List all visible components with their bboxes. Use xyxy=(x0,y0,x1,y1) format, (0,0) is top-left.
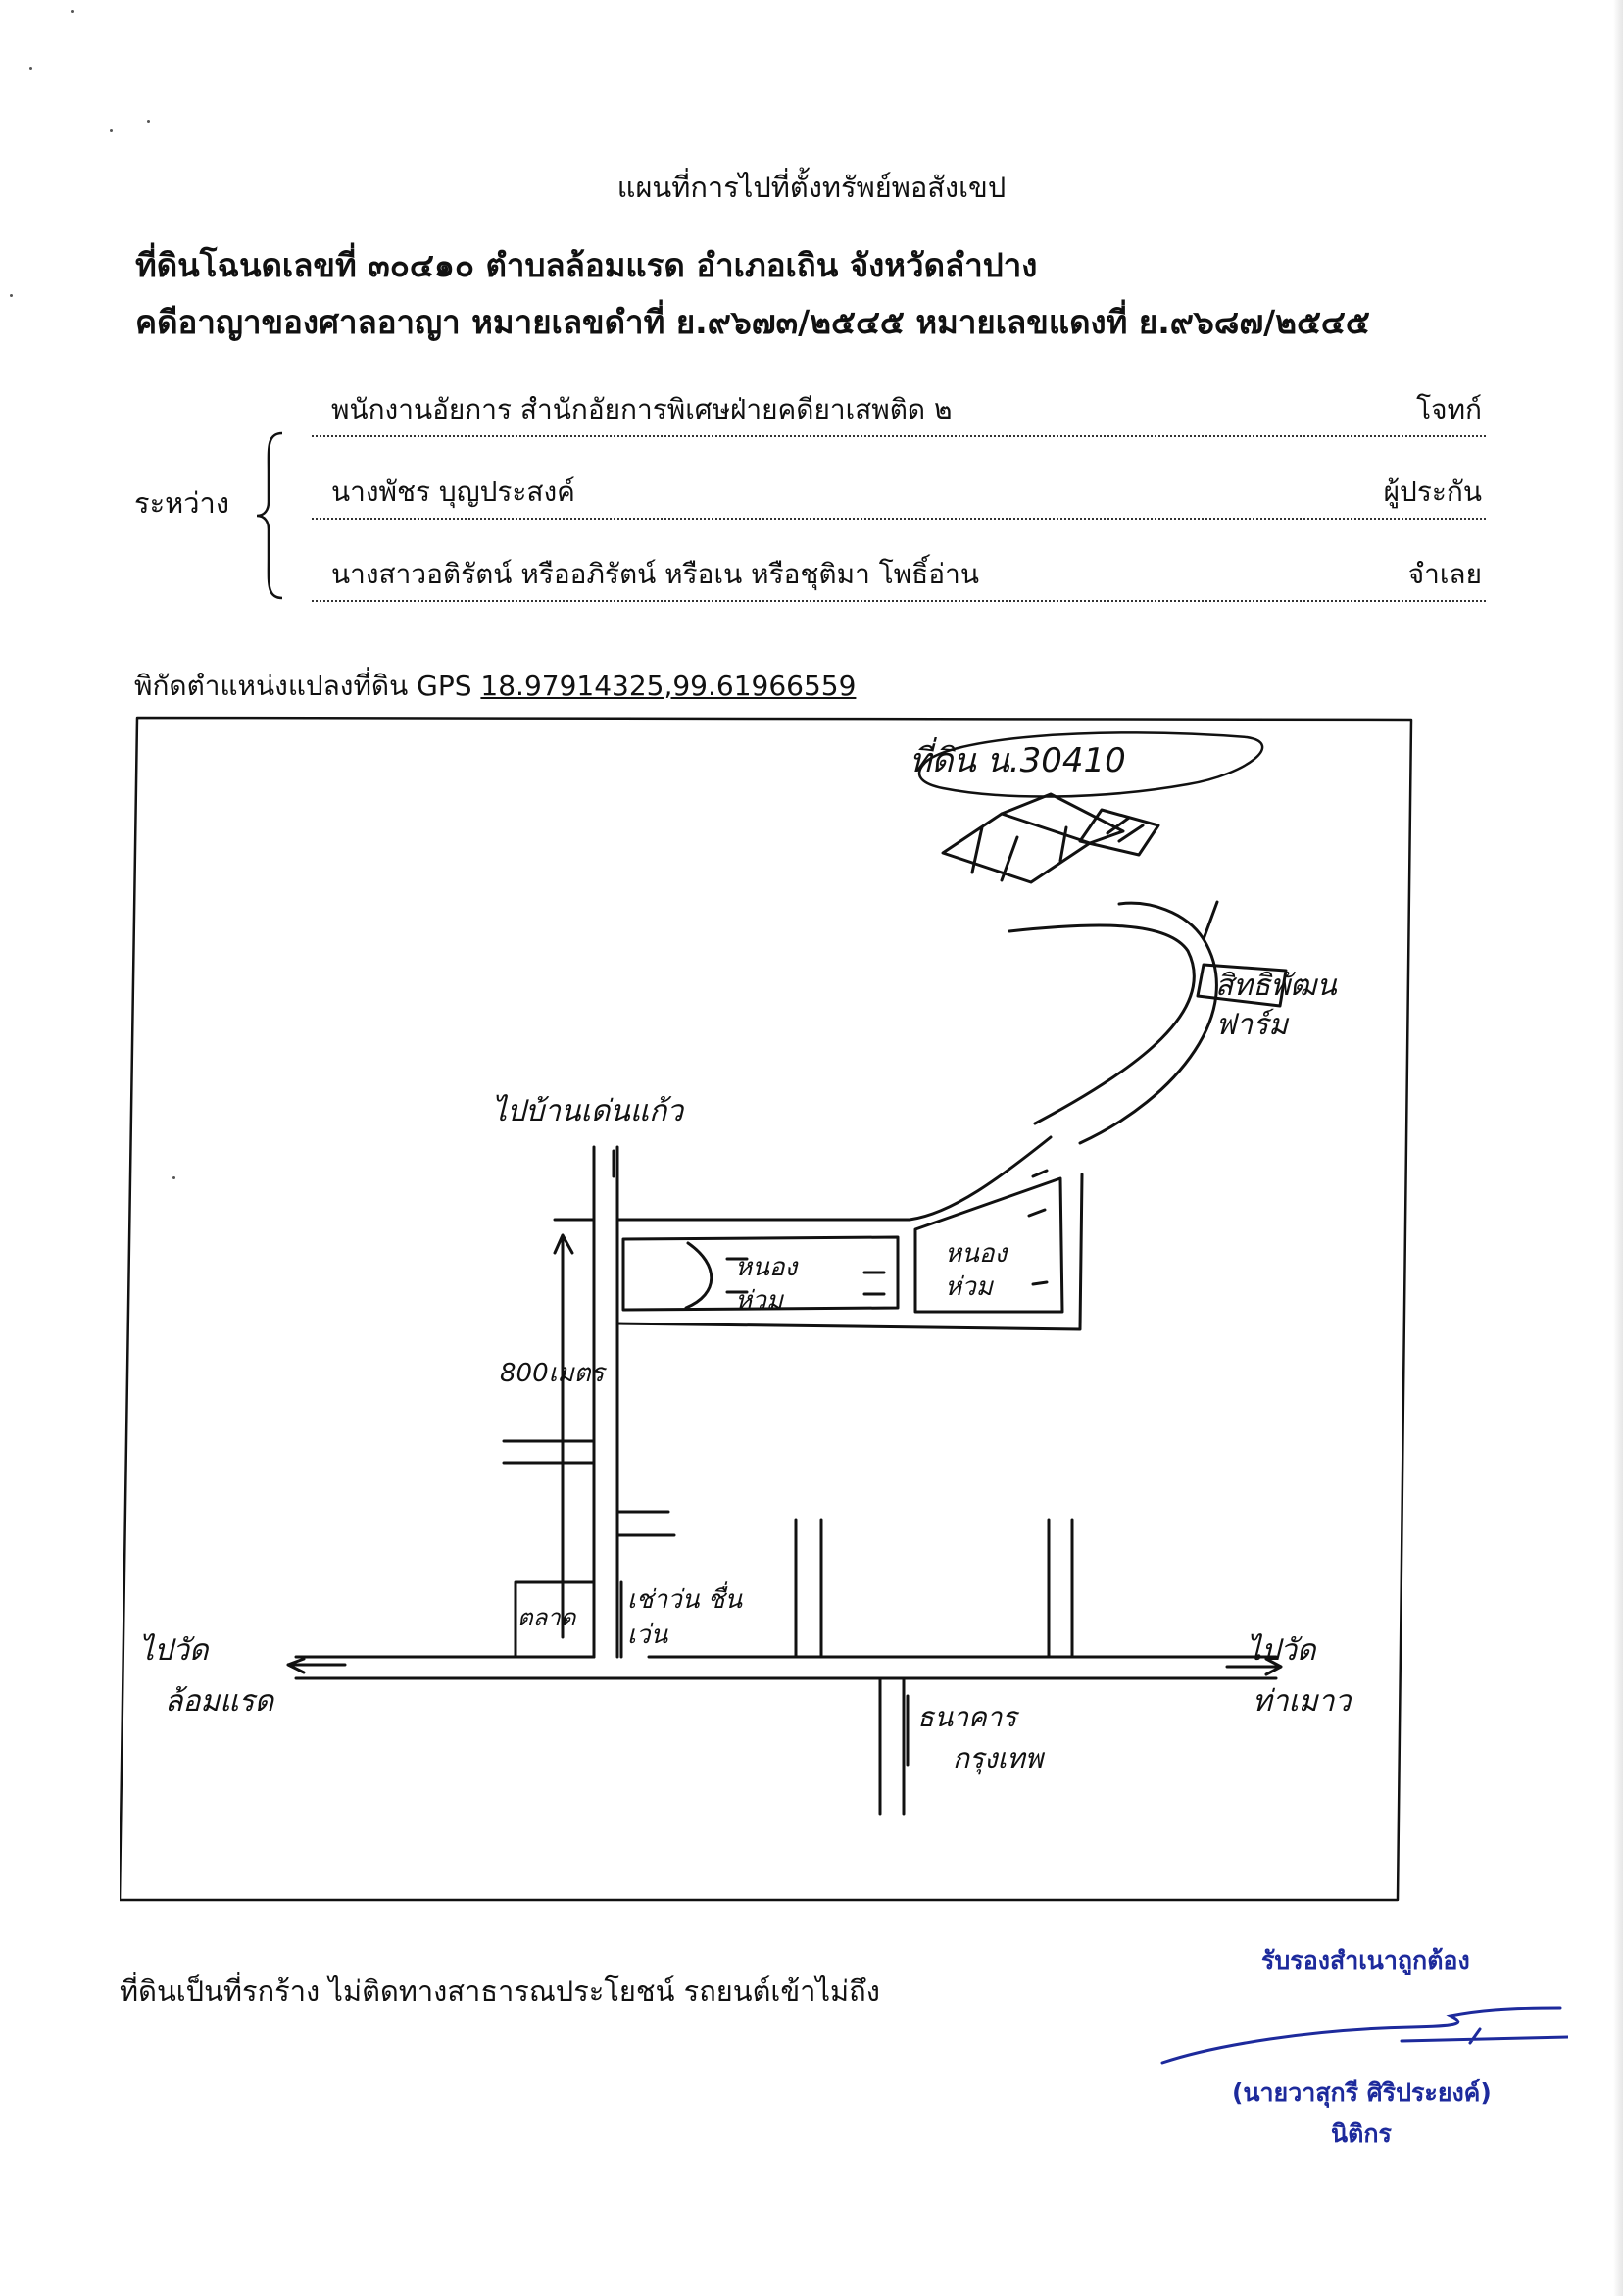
between-label: ระหว่าง xyxy=(134,486,229,520)
pond-left-label: หนองห่วม xyxy=(735,1253,798,1316)
to-east-label-line1: ไปวัด xyxy=(1247,1633,1316,1668)
to-east-label-line2: ท่าเมาว xyxy=(1253,1684,1352,1719)
page-edge xyxy=(1613,0,1623,2296)
deed-bubble-label: ที่ดิน น.30410 xyxy=(910,741,1126,780)
rental-shop-label: เช่าว่น ชื่นเว่น xyxy=(627,1585,743,1650)
market-label: ตลาด xyxy=(517,1604,576,1631)
to-west-label-line1: ไปวัด xyxy=(139,1633,209,1668)
scan-speck xyxy=(110,129,113,132)
scan-speck xyxy=(147,120,150,123)
certify-stamp: รับรองสำเนาถูกต้อง xyxy=(1261,1946,1470,1974)
conclusion-text: ที่ดินเป็นที่รกร้าง ไม่ติดทางสาธารณประโย… xyxy=(120,1974,880,2008)
bank-label-line1: ธนาคาร xyxy=(917,1701,1017,1733)
document-title: แผนที่การไปที่ตั้งทรัพย์พอสังเขป xyxy=(616,171,1007,204)
case-line: คดีอาญาของศาลอาญา หมายเลขดำที่ ย.๙๖๗๓/๒๕… xyxy=(135,303,1370,341)
scan-speck xyxy=(29,67,32,70)
party-name: นางพัชร บุญประสงค์ xyxy=(331,475,575,508)
distance-label: 800เมตร xyxy=(500,1359,605,1388)
gps-line: พิกัดตำแหน่งแปลงที่ดิน GPS 18.97914325,9… xyxy=(134,665,856,708)
scan-speck xyxy=(172,1176,175,1179)
party-row-guarantor: นางพัชร บุญประสงค์ ผู้ประกัน xyxy=(312,475,1486,520)
deed-line: ที่ดินโฉนดเลขที่ ๓๐๔๑๐ ตำบลล้อมแรด อำเภอ… xyxy=(135,246,1038,284)
party-role: ผู้ประกัน xyxy=(1383,475,1482,508)
scan-speck xyxy=(71,10,74,13)
party-role: โจทก์ xyxy=(1416,393,1482,425)
signature-icon xyxy=(1160,2006,1568,2065)
party-row-plaintiff: พนักงานอัยการ สำนักอัยการพิเศษฝ่ายคดียาเ… xyxy=(312,393,1486,437)
scan-speck xyxy=(10,294,13,297)
bank-label-line2: กรุงเทพ xyxy=(953,1742,1044,1774)
party-role: จำเลย xyxy=(1407,558,1482,590)
signer-name: (นายวาสุกรี ศิริประยงค์) xyxy=(1232,2078,1492,2107)
gps-label: พิกัดตำแหน่งแปลงที่ดิน GPS xyxy=(134,670,472,702)
party-name: พนักงานอัยการ สำนักอัยการพิเศษฝ่ายคดียาเ… xyxy=(331,393,953,425)
map-drawing xyxy=(120,716,1413,1902)
pond-right-label: หนองห่วม xyxy=(945,1239,1008,1302)
party-row-defendant: นางสาวอติรัตน์ หรืออภิรัตน์ หรือเน หรือช… xyxy=(312,558,1486,602)
party-name: นางสาวอติรัตน์ หรืออภิรัตน์ หรือเน หรือช… xyxy=(331,558,979,590)
brace-icon xyxy=(256,431,283,600)
hand-drawn-map: ที่ดิน น.30410 สิทธิพัฒน ฟาร์ม ไปบ้านเด่… xyxy=(120,716,1413,1902)
farm-label: สิทธิพัฒน ฟาร์ม xyxy=(1215,969,1337,1042)
signer-title: นิติกร xyxy=(1331,2120,1392,2148)
to-north-label: ไปบ้านเด่นแก้ว xyxy=(492,1094,684,1128)
gps-value: 18.97914325,99.61966559 xyxy=(480,670,857,702)
to-west-label-line2: ล้อมแรด xyxy=(165,1684,274,1719)
